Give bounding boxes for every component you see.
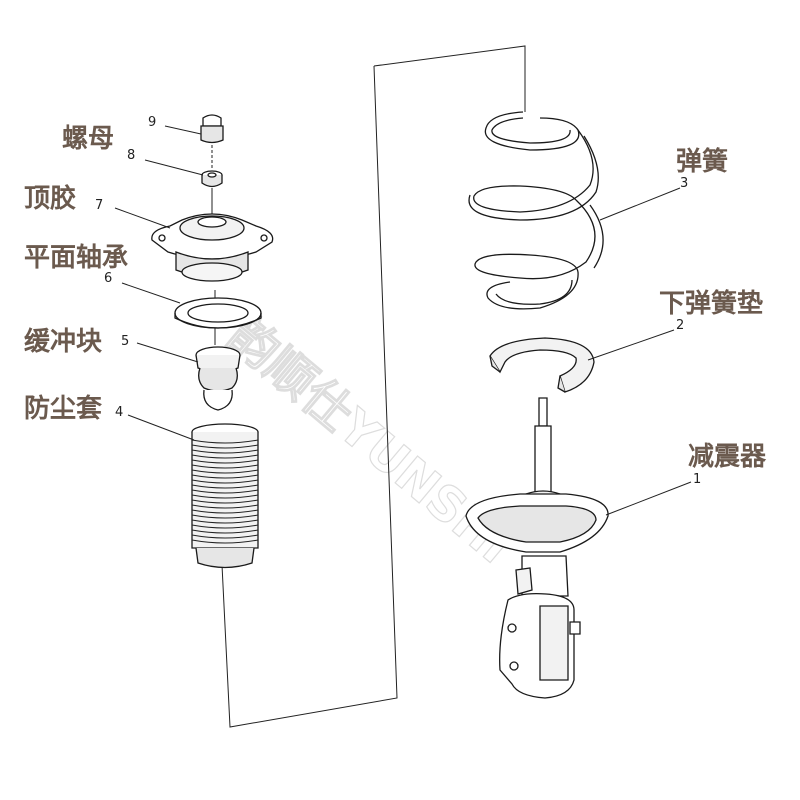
- label-nut: 螺母: [62, 124, 114, 154]
- dust-boot-part: [191, 423, 259, 569]
- plane-bearing-part: [174, 297, 262, 329]
- dust-boot-rib: [191, 534, 259, 539]
- label-dust-boot: 防尘套: [24, 394, 103, 424]
- callout-number-8: 8: [127, 148, 135, 163]
- dust-boot-rib: [191, 499, 259, 504]
- leader-lines: [114, 125, 692, 516]
- callout-number-3: 3: [680, 176, 688, 191]
- dust-boot-rib: [191, 539, 259, 544]
- part-labels: 螺母 顶胶 平面轴承 缓冲块 防尘套 弹簧 下弹簧垫 减震器: [24, 124, 767, 472]
- dust-boot-rib: [191, 509, 259, 514]
- dust-boot-rib: [191, 439, 259, 444]
- assembly-lines: [211, 45, 526, 728]
- dust-boot-rib: [191, 444, 259, 449]
- callout-number-2: 2: [676, 318, 684, 333]
- callout-number-5: 5: [121, 334, 129, 349]
- dust-boot-rib: [191, 459, 259, 464]
- callout-number-9: 9: [148, 115, 156, 130]
- dust-boot-rib: [191, 529, 259, 534]
- dust-boot-rib: [191, 494, 259, 499]
- dust-boot-rib: [191, 489, 259, 494]
- dust-boot-rib: [191, 524, 259, 529]
- dust-boot-rib: [191, 479, 259, 484]
- top-mount-part: [151, 213, 274, 282]
- dust-boot-rib: [191, 504, 259, 509]
- bump-stop-part: [195, 346, 241, 411]
- label-shock-absorber: 减震器: [688, 442, 767, 472]
- label-lower-spring-seat: 下弹簧垫: [659, 288, 763, 319]
- spring-part: [468, 111, 604, 310]
- dust-boot-rib: [191, 464, 259, 469]
- shock-absorber-part: [465, 397, 609, 699]
- label-plane-bearing: 平面轴承: [24, 243, 128, 273]
- label-bump-stop: 缓冲块: [24, 326, 102, 357]
- callout-number-7: 7: [95, 198, 103, 213]
- watermark: 韵顺仕YUNSHI: [217, 306, 522, 574]
- dust-boot-rib: [191, 484, 259, 489]
- dust-boot-rib: [191, 469, 259, 474]
- nut-base-part: [201, 170, 223, 188]
- callout-number-4: 4: [115, 405, 123, 420]
- callout-number-1: 1: [693, 472, 701, 487]
- dust-boot-rib: [191, 514, 259, 519]
- callout-numbers: 9 8 7 6 5 4 3 2 1: [95, 115, 701, 487]
- dust-boot-rib: [191, 519, 259, 524]
- dust-boot-rib: [191, 449, 259, 454]
- label-top-mount: 顶胶: [24, 183, 76, 214]
- dust-boot-rib: [191, 474, 259, 479]
- nut-part: [200, 114, 224, 144]
- dust-boot-rib: [191, 454, 259, 459]
- label-spring: 弹簧: [676, 146, 728, 177]
- callout-number-6: 6: [104, 271, 112, 286]
- lower-spring-seat-part: [489, 337, 595, 393]
